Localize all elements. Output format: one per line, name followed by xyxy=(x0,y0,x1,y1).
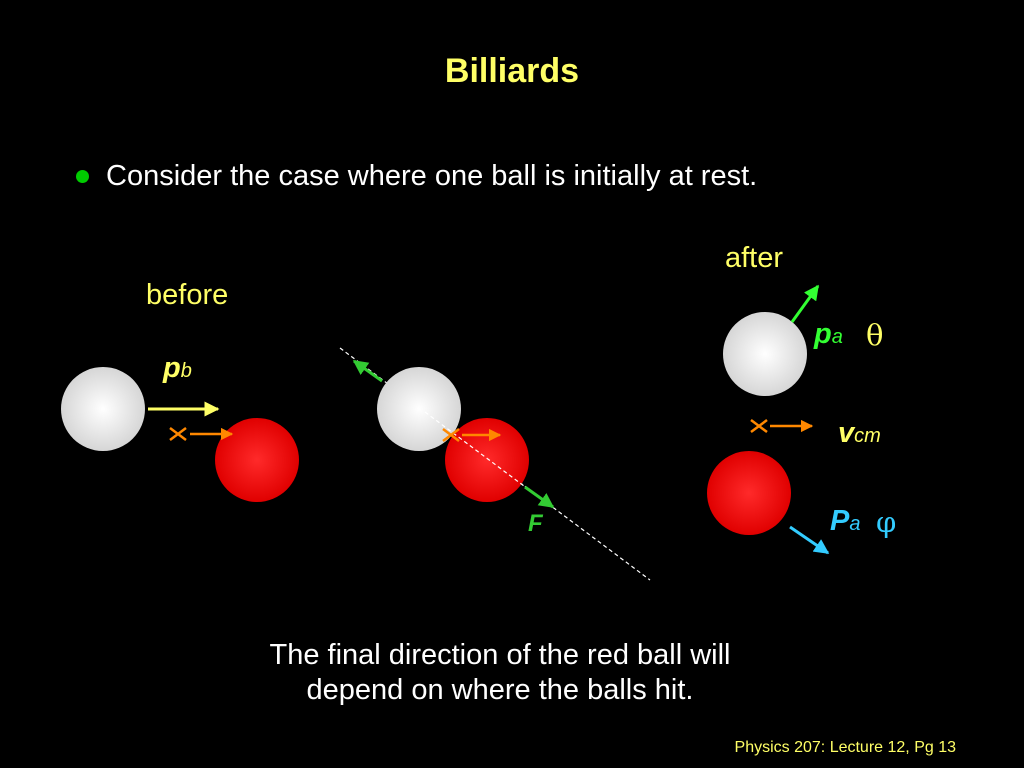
after-white-ball xyxy=(723,312,807,396)
p-a-subscript: a xyxy=(831,326,843,348)
slide-footer: Physics 207: Lecture 12, Pg 13 xyxy=(734,739,956,756)
contact-line-overlay xyxy=(424,411,541,499)
force-label: F xyxy=(528,510,543,537)
p-a-arrow xyxy=(790,284,820,323)
bullet-point: Consider the case where one ball is init… xyxy=(76,160,757,193)
caption-line-1: The final direction of the red ball will xyxy=(269,639,731,671)
before-cm-marker-icon xyxy=(169,427,187,441)
p-b-symbol: p xyxy=(163,352,181,384)
bullet-text: Consider the case where one ball is init… xyxy=(106,160,758,192)
after-red-ball xyxy=(707,451,791,535)
slide-title: Billiards xyxy=(444,52,580,90)
collision-red-ball xyxy=(445,418,529,502)
before-white-ball xyxy=(61,367,145,451)
caption-line-2: depend on where the balls hit. xyxy=(306,674,694,706)
P-a-subscript: a xyxy=(849,513,861,535)
theta-label: θ xyxy=(866,318,884,352)
p-b-label: pb xyxy=(163,352,192,385)
bullet-dot-icon xyxy=(76,170,89,183)
v-cm-subscript: cm xyxy=(854,425,881,447)
collision-cm-marker-icon xyxy=(442,428,460,442)
P-a-label: Pa xyxy=(830,505,860,538)
force-arrow xyxy=(524,485,555,509)
after-cm-marker-icon xyxy=(750,419,768,433)
P-a-arrow xyxy=(789,525,830,555)
collision-white-ball xyxy=(377,367,461,451)
v-cm-label: vcm xyxy=(838,417,881,450)
before-red-ball xyxy=(215,418,299,502)
p-a-symbol: p xyxy=(814,318,832,350)
P-a-symbol: P xyxy=(830,505,850,537)
v-cm-symbol: v xyxy=(838,417,855,449)
phi-label: φ xyxy=(876,505,897,539)
p-a-label: pa xyxy=(814,318,843,351)
reaction-force-arrow xyxy=(352,359,383,383)
before-label: before xyxy=(146,279,229,311)
caption: The final direction of the red ball will… xyxy=(200,638,800,708)
p-b-subscript: b xyxy=(180,360,192,382)
after-label: after xyxy=(725,242,784,274)
